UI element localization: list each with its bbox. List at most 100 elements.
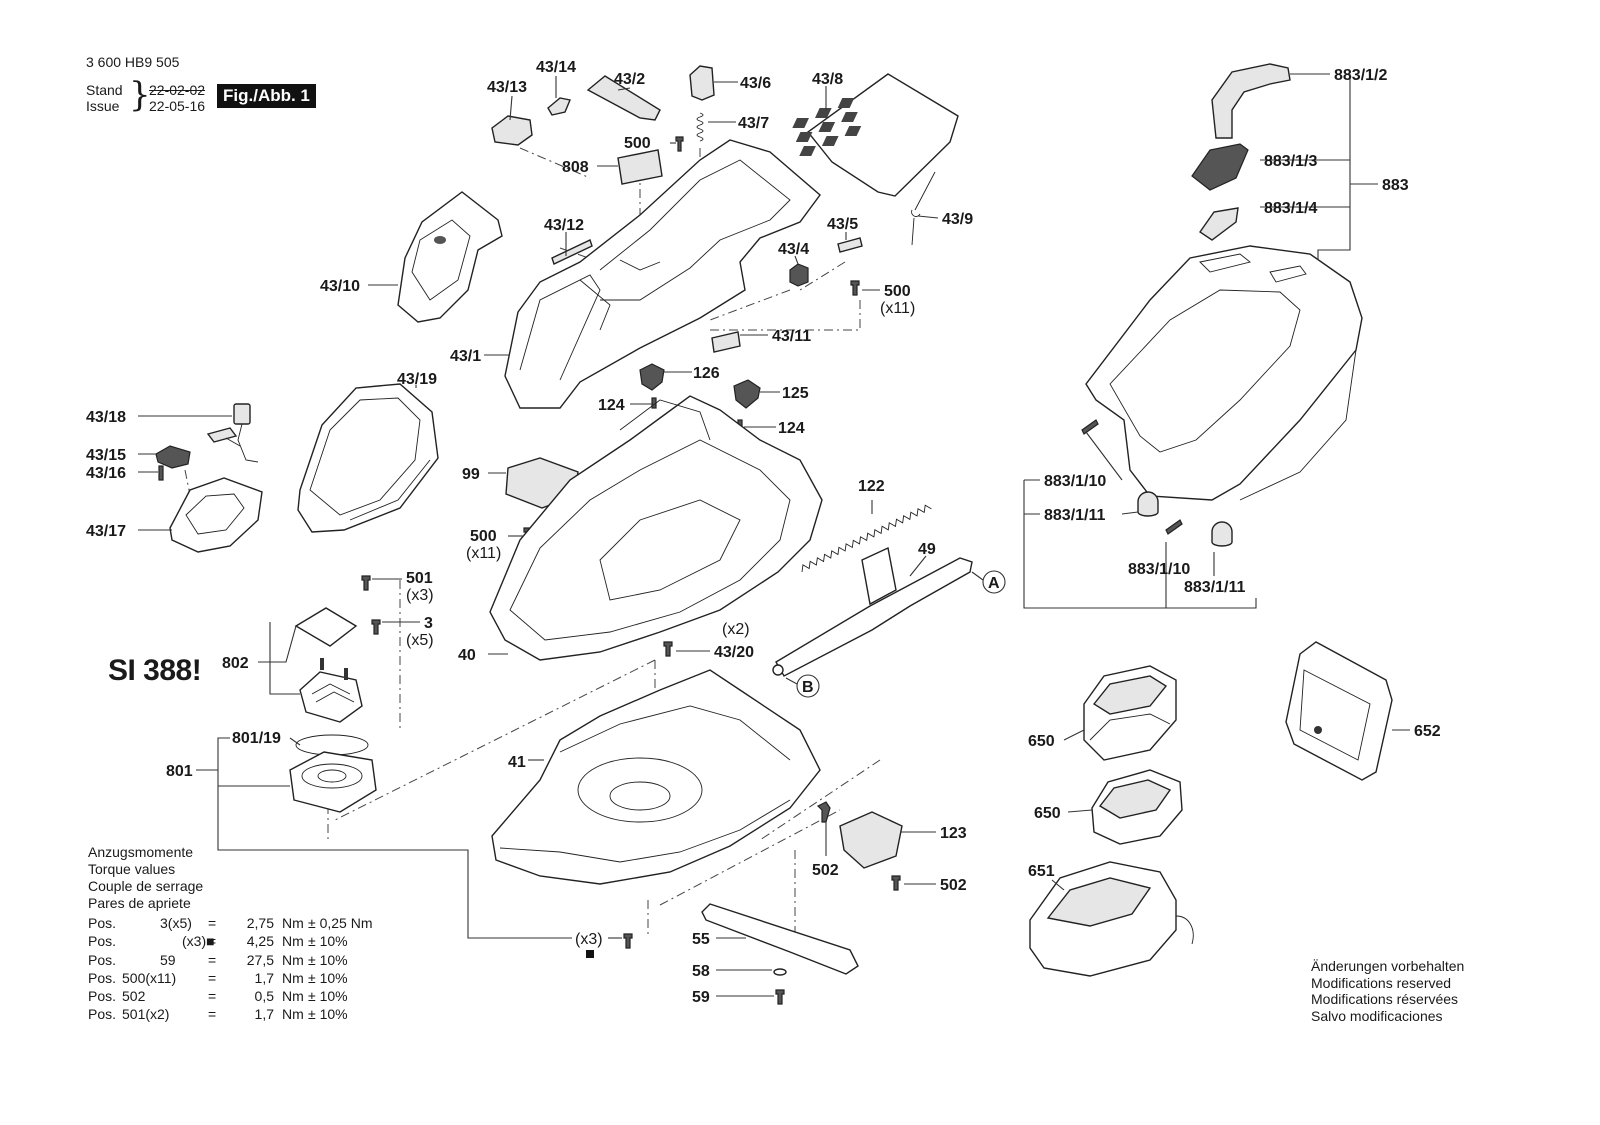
part-883-1-3-indicator [1191,143,1249,191]
part-43-14-clip [547,97,571,116]
torque-unit: Nm [282,969,304,986]
label-43-19: 43/19 [397,371,437,388]
part-502-screw-left [816,801,831,823]
torque-pos: Pos. [88,988,117,1005]
label-3-qty: (x5) [406,632,434,649]
label-883-1-2: 883/1/2 [1334,67,1387,84]
label-123: 123 [940,825,967,842]
part-883-1-11-wheel-lower [1211,521,1233,547]
part-40-chassis [489,395,823,661]
part-43-16-pin [158,465,164,481]
torque-row: Pos. (x3)■ = 4,25 Nm ± 10% [88,932,372,950]
torque-tolerance: ± 10% [308,951,348,968]
part-58-washer [773,968,787,976]
label-3: 3 [424,615,433,632]
part-808-label [617,149,663,185]
label-43-2: 43/2 [614,71,645,88]
part-801-19-gasket [295,734,369,756]
torque-row: Pos. 3(x5) = 2,75 Nm ± 0,25 Nm [88,914,372,932]
part-883-1-4-latch [1199,207,1239,241]
label-802: 802 [222,655,249,672]
torque-pos: Pos. [88,933,117,950]
torque-marker-square [586,950,594,958]
label-883-1-11-upper: 883/1/11 [1044,507,1106,524]
label-43-18: 43/18 [86,409,126,426]
torque-heading-de: Anzugsmomente [88,844,194,860]
service-info-notice: SI 388! [108,654,202,687]
label-122: 122 [858,478,885,495]
part-650-battery-lower [1091,769,1183,845]
part-43-18-switch-cable [206,403,259,463]
torque-row: Pos. 501(x2) = 1,7 Nm ± 10% [88,1005,372,1023]
label-126: 126 [693,365,720,382]
torque-eq: = [208,933,217,950]
part-43-6-button [689,65,715,101]
label-650-upper: 650 [1028,733,1055,750]
label-43-1: 43/1 [450,348,481,365]
torque-eq: = [208,1006,217,1023]
label-43-15: 43/15 [86,447,126,464]
label-43-9: 43/9 [942,211,973,228]
label-43-20-qty: (x2) [722,621,750,638]
part-43-7-spring [696,112,704,142]
ref-circle-a [982,570,1006,594]
label-500-right: 500 [884,283,911,300]
torque-pos: Pos. [88,915,117,931]
label-43-14: 43/14 [536,59,576,76]
label-883-1-11-lower: 883/1/11 [1184,579,1246,596]
label-43-8: 43/8 [812,71,843,88]
part-labels: 43/14 43/2 43/13 43/6 43/8 43/7 500 808 … [86,59,1441,1006]
part-500-screw-top [675,136,684,152]
leader-lines [138,73,1410,997]
part-43-10-front-cover [397,191,503,323]
part-126-knob [639,363,665,391]
part-43-20-screw [663,641,673,657]
part-652-storage-cover [1285,641,1393,781]
torque-value: 27,5 [246,951,274,968]
torque-row: Pos. 59 = 27,5 Nm ± 10% [88,951,372,969]
label-501: 501 [406,570,433,587]
torque-table: Pos. 3(x5) = 2,75 Nm ± 0,25 Nm Pos. (x3)… [88,914,372,1024]
torque-tolerance: ± 0,25 Nm [308,915,373,931]
part-883-1-10-axle-upper [1081,419,1099,435]
label-43-4: 43/4 [778,241,809,258]
label-500-top: 500 [624,135,651,152]
torque-value: 2,75 [246,915,274,931]
part-43-13-latch [491,115,533,146]
part-883-1-11-wheel-upper [1137,491,1159,517]
torque-heading: Anzugsmomente Torque values Couple de se… [88,844,203,912]
label-43-11: 43/11 [772,328,811,345]
label-124-left: 124 [598,397,625,414]
torque-ref: 3(x5) [160,915,192,931]
torque-value: 1,7 [254,1006,274,1023]
document-number: 3 600 HB9 505 [86,54,180,70]
label-43-17: 43/17 [86,523,126,540]
label-43-5: 43/5 [827,216,858,233]
modifications-es: Salvo modificaciones [1311,1007,1443,1024]
label-652: 652 [1414,723,1441,740]
label-43-6: 43/6 [740,75,771,92]
ref-circle-b [796,674,820,698]
part-802-electronics [294,607,363,723]
label-500-chassis-qty: (x11) [466,545,501,562]
part-502-screw-bottom [891,875,901,891]
label-55: 55 [692,931,710,948]
part-883-1-10-axle-lower [1165,519,1183,535]
part-41-deck [491,669,821,885]
part-43-17-switch-housing [169,477,263,553]
torque-unit: Nm [282,933,304,950]
brace-glyph: } [129,75,151,115]
torque-eq: = [208,915,217,931]
part-43-2-lever [586,75,661,121]
label-43-7: 43/7 [738,115,769,132]
torque-row: Pos. 500(x11) = 1,7 Nm ± 10% [88,969,372,987]
label-883-1-10-lower: 883/1/10 [1128,561,1190,578]
part-500-screw-right [850,280,860,296]
part-x3-screw [623,933,633,949]
label-883-1-3: 883/1/3 [1264,153,1317,170]
torque-ref: 500(x11) [122,969,177,986]
label-883-1-10-upper: 883/1/10 [1044,473,1106,490]
figure-label: Fig./Abb. 1 [217,84,316,108]
label-40: 40 [458,647,476,664]
torque-unit: Nm [282,988,304,1005]
